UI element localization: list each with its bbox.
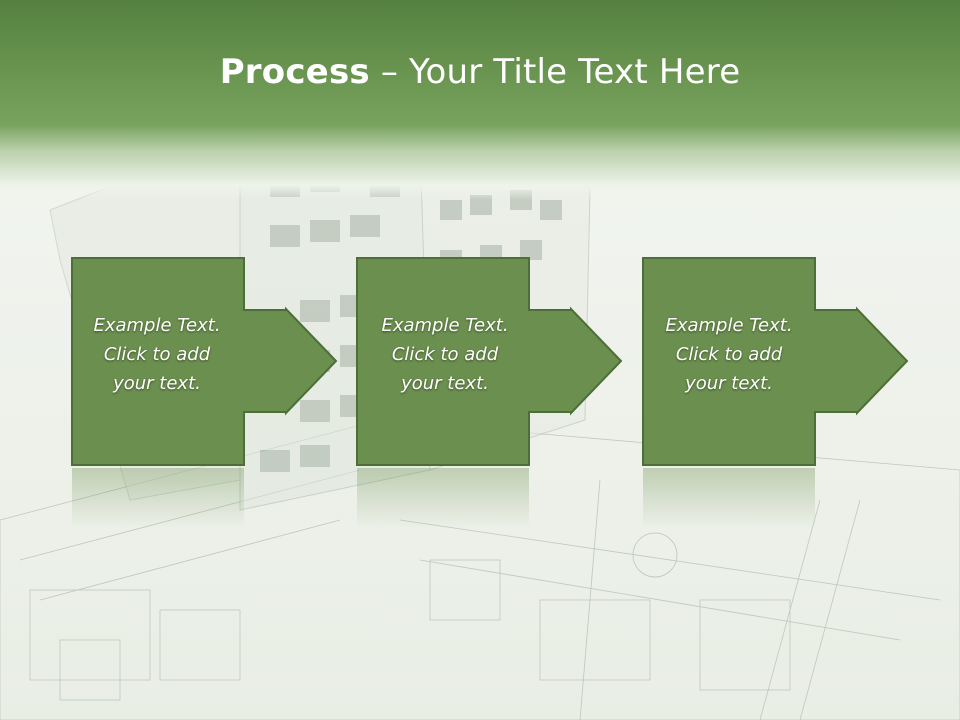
step-3-line-1: Example Text.	[665, 315, 793, 336]
step-1-line-1: Example Text.	[93, 315, 221, 336]
step-1-text[interactable]: Example Text. Click to add your text.	[72, 311, 242, 398]
slide-header-band	[0, 0, 960, 200]
step-3-text[interactable]: Example Text. Click to add your text.	[644, 311, 814, 398]
slide-title-rest: – Your Title Text Here	[369, 52, 741, 92]
step-2-text[interactable]: Example Text. Click to add your text.	[360, 311, 530, 398]
step-2-line-1: Example Text.	[381, 315, 509, 336]
step-1-line-2: Click to add	[103, 344, 211, 365]
step-3-line-3: your text.	[685, 373, 773, 394]
process-step-1[interactable]	[71, 257, 338, 528]
step-2-line-2: Click to add	[391, 344, 499, 365]
step-2-line-3: your text.	[401, 373, 489, 394]
slide-title-bold: Process	[219, 52, 370, 92]
process-step-3[interactable]	[642, 257, 909, 528]
step-1-line-3: your text.	[113, 373, 201, 394]
process-step-2[interactable]	[356, 257, 623, 528]
step-3-line-2: Click to add	[675, 344, 783, 365]
slide-title[interactable]: Process – Your Title Text Here	[0, 52, 960, 92]
